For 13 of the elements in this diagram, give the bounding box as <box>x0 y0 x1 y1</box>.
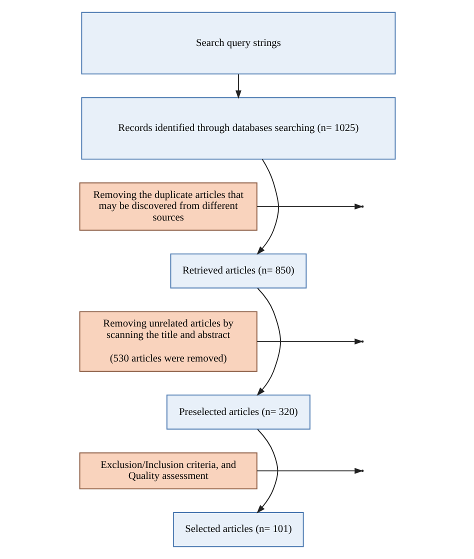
arrow <box>234 74 241 99</box>
node-box: Records identified through databases searching (n= 1025) <box>80 97 396 160</box>
node-box: Removing unrelated articles by scanning the title and abstract (530 articles were removed) <box>78 311 257 372</box>
node-box: Preselected articles (n= 320) <box>166 394 310 430</box>
arrow <box>256 204 363 210</box>
arrow <box>256 288 280 396</box>
node-box: Search query strings <box>80 12 396 74</box>
arrow <box>256 158 279 255</box>
arrow <box>256 428 278 514</box>
node-box: Selected articles (n= 101) <box>172 512 304 548</box>
node-box: Retrieved articles (n= 850) <box>170 253 306 288</box>
node-box: Removing the duplicate articles that may be discovered from different sources <box>78 182 257 231</box>
node-box: Exclusion/Inclusion criteria, and Quality assessment <box>78 452 257 490</box>
